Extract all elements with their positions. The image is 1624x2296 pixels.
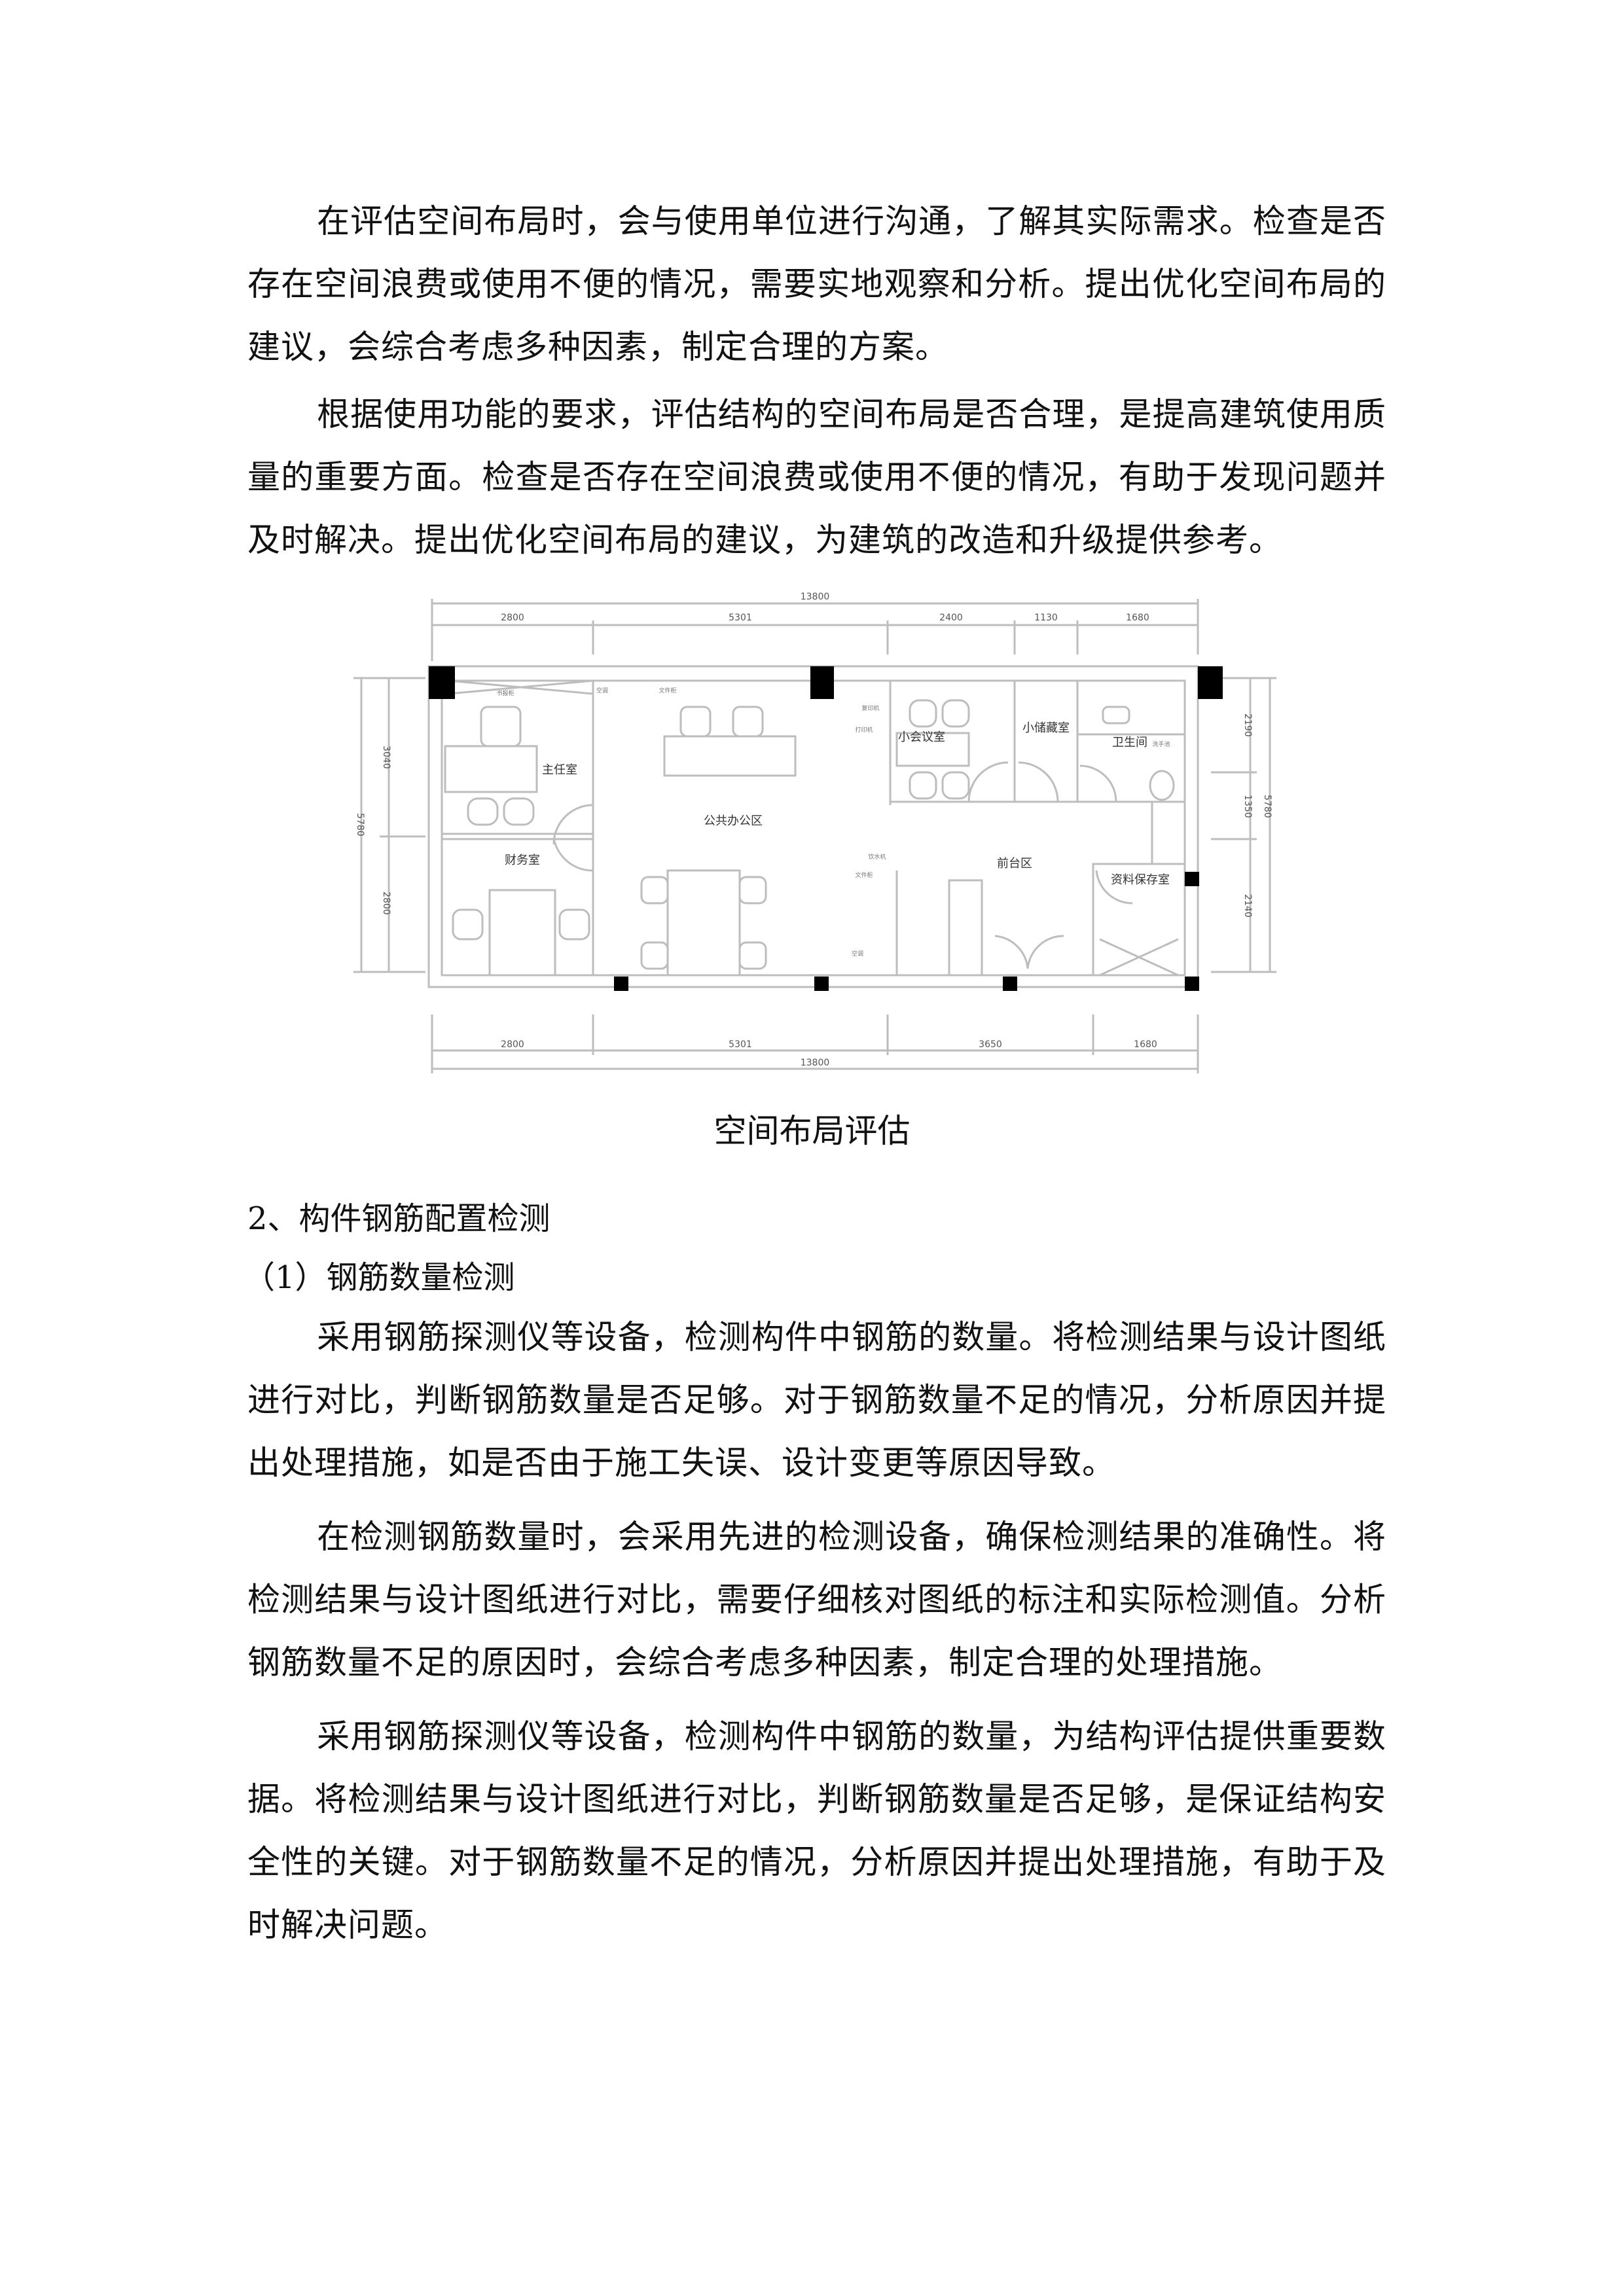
paragraph-2: 根据使用功能的要求，评估结构的空间布局是否合理，是提高建筑使用质量的重要方面。检… [247, 383, 1386, 571]
paragraph-3-text: 采用钢筋探测仪等设备，检测构件中钢筋的数量。将检测结果与设计图纸进行对比，判断钢… [247, 1318, 1386, 1482]
svg-text:2190: 2190 [1242, 713, 1253, 737]
svg-text:复印机: 复印机 [861, 704, 879, 712]
svg-text:1350: 1350 [1242, 795, 1253, 818]
svg-text:1130: 1130 [1034, 613, 1058, 623]
svg-text:资料保存室: 资料保存室 [1111, 873, 1170, 887]
svg-text:卫生间: 卫生间 [1112, 736, 1147, 749]
svg-text:3650: 3650 [979, 1039, 1002, 1050]
svg-text:2800: 2800 [501, 613, 524, 623]
svg-text:1680: 1680 [1126, 613, 1149, 623]
svg-text:5780: 5780 [355, 813, 365, 836]
paragraph-2-text: 根据使用功能的要求，评估结构的空间布局是否合理，是提高建筑使用质量的重要方面。检… [247, 395, 1386, 559]
floor-plan-figure: 13800 2800 5301 2400 1130 1680 2800 5301… [340, 589, 1309, 1086]
paragraph-5: 采用钢筋探测仪等设备，检测构件中钢筋的数量，为结构评估提供重要数据。将检测结果与… [247, 1705, 1386, 1956]
paragraph-4: 在检测钢筋数量时，会采用先进的检测设备，确保检测结果的准确性。将检测结果与设计图… [247, 1505, 1386, 1694]
svg-text:财务室: 财务室 [505, 853, 540, 867]
svg-text:5301: 5301 [729, 613, 752, 623]
column-icon [429, 666, 455, 699]
svg-text:3040: 3040 [381, 745, 391, 769]
svg-text:2400: 2400 [939, 613, 963, 623]
svg-text:空调: 空调 [852, 950, 863, 958]
svg-text:饮水机: 饮水机 [868, 853, 886, 861]
floor-plan-drawing: 13800 2800 5301 2400 1130 1680 2800 5301… [353, 592, 1276, 1073]
svg-text:5780: 5780 [1262, 795, 1272, 818]
svg-text:小储藏室: 小储藏室 [1022, 721, 1070, 735]
paragraph-3: 采用钢筋探测仪等设备，检测构件中钢筋的数量。将检测结果与设计图纸进行对比，判断钢… [247, 1306, 1386, 1494]
svg-text:书报柜: 书报柜 [496, 689, 514, 697]
paragraph-5-text: 采用钢筋探测仪等设备，检测构件中钢筋的数量，为结构评估提供重要数据。将检测结果与… [247, 1717, 1386, 1944]
svg-text:13800: 13800 [801, 1058, 830, 1068]
svg-text:2140: 2140 [1242, 894, 1253, 918]
svg-text:5301: 5301 [729, 1039, 752, 1050]
svg-text:13800: 13800 [801, 592, 830, 602]
svg-text:2800: 2800 [501, 1039, 524, 1050]
subsection-heading: （1）钢筋数量检测 [244, 1259, 515, 1296]
svg-text:打印机: 打印机 [855, 726, 873, 734]
svg-text:1680: 1680 [1134, 1039, 1157, 1050]
figure-caption: 空间布局评估 [713, 1112, 911, 1150]
paragraph-4-text: 在检测钢筋数量时，会采用先进的检测设备，确保检测结果的准确性。将检测结果与设计图… [247, 1518, 1386, 1681]
svg-text:空调: 空调 [596, 687, 608, 694]
svg-text:文件柜: 文件柜 [659, 687, 676, 694]
section-heading: 2、构件钢筋配置检测 [247, 1200, 550, 1237]
paragraph-1-text: 在评估空间布局时，会与使用单位进行沟通，了解其实际需求。检查是否存在空间浪费或使… [247, 202, 1386, 366]
svg-text:公共办公区: 公共办公区 [704, 814, 763, 828]
svg-text:洗手池: 洗手池 [1152, 740, 1170, 748]
svg-text:主任室: 主任室 [542, 763, 577, 777]
svg-text:小会议室: 小会议室 [898, 730, 945, 744]
svg-text:2800: 2800 [381, 891, 391, 915]
svg-text:前台区: 前台区 [997, 857, 1032, 870]
paragraph-1: 在评估空间布局时，会与使用单位进行沟通，了解其实际需求。检查是否存在空间浪费或使… [247, 190, 1386, 378]
svg-text:文件柜: 文件柜 [855, 871, 873, 879]
